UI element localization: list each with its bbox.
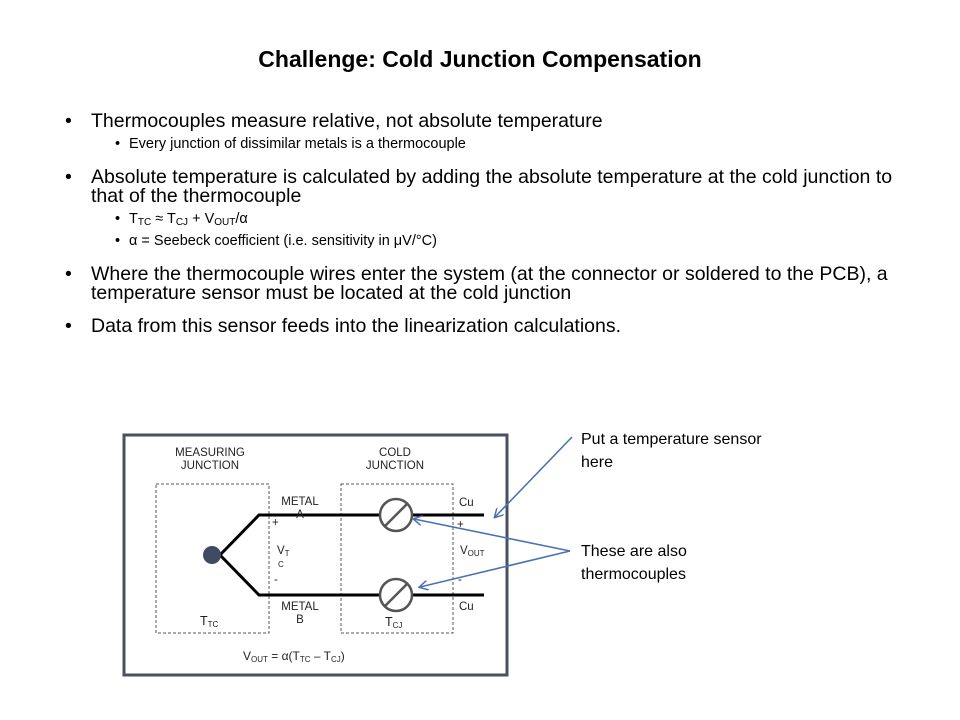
measuring-junction-box	[155, 483, 270, 634]
bullet-text: Thermocouples measure relative, not abso…	[91, 110, 603, 132]
bullet-dot: •	[65, 263, 72, 285]
metal-a-wire	[218, 513, 380, 557]
bullet-item: • Where the thermocouple wires enter the…	[65, 263, 925, 304]
vtc-minus-label: -	[274, 574, 278, 586]
bullet-dot: •	[65, 110, 72, 132]
bullet-dot: •	[115, 211, 121, 227]
tcj-label: TCJ	[385, 615, 403, 631]
bullet-dot: •	[65, 315, 72, 337]
cold-junction-box	[340, 483, 454, 634]
alpha-definition-text: α = Seebeck coefficient (i.e. sensitivit…	[129, 233, 437, 249]
sub-bullet-text: Every junction of dissimilar metals is a…	[129, 136, 466, 152]
bullet-text: Where the thermocouple wires enter the s…	[91, 263, 888, 304]
metal-b-wire	[218, 553, 380, 597]
vout-plus-label: +	[457, 519, 464, 531]
cold-junction-sensor-bottom	[378, 577, 414, 613]
vout-equation: VOUT = α(TTC – TCJ)	[243, 649, 345, 665]
slide-title: Challenge: Cold Junction Compensation	[258, 46, 702, 72]
formula-bullet: • TTC ≈ TCJ + VOUT/α	[65, 210, 925, 232]
ttc-label: TTC	[200, 614, 219, 630]
formula-text: TTC ≈ TCJ + VOUT/α	[129, 211, 248, 228]
thermocouple-callout-arrow-bottom	[420, 550, 571, 587]
alpha-definition-bullet: • α = Seebeck coefficient (i.e. sensitiv…	[65, 232, 925, 251]
vout-minus-label: -	[458, 574, 462, 586]
thermocouple-callout-arrow-top	[414, 519, 571, 552]
cu-top-label: Cu	[459, 497, 474, 509]
diagram-frame	[122, 433, 509, 677]
bullet-text: Data from this sensor feeds into the lin…	[91, 315, 622, 337]
bullet-item: • Thermocouples measure relative, not ab…	[65, 110, 925, 154]
bullet-item: • Data from this sensor feeds into the l…	[65, 315, 925, 337]
bullet-dot: •	[115, 136, 121, 152]
measuring-junction-node	[203, 546, 221, 564]
vout-label: VOUT	[460, 545, 485, 558]
bullet-dot: •	[115, 233, 121, 249]
vtc-plus-label: +	[272, 517, 279, 529]
bullet-list: • Thermocouples measure relative, not ab…	[65, 110, 925, 346]
sensor-callout-arrow	[495, 436, 573, 517]
cu-bottom-label: Cu	[459, 601, 474, 613]
bullet-dot: •	[65, 166, 72, 188]
cold-junction-sensor-top	[378, 497, 414, 533]
sub-bullet-item: • Every junction of dissimilar metals is…	[65, 135, 925, 154]
bullet-text: Absolute temperature is calculated by ad…	[91, 166, 893, 207]
bullet-item: • Absolute temperature is calculated by …	[65, 166, 925, 251]
